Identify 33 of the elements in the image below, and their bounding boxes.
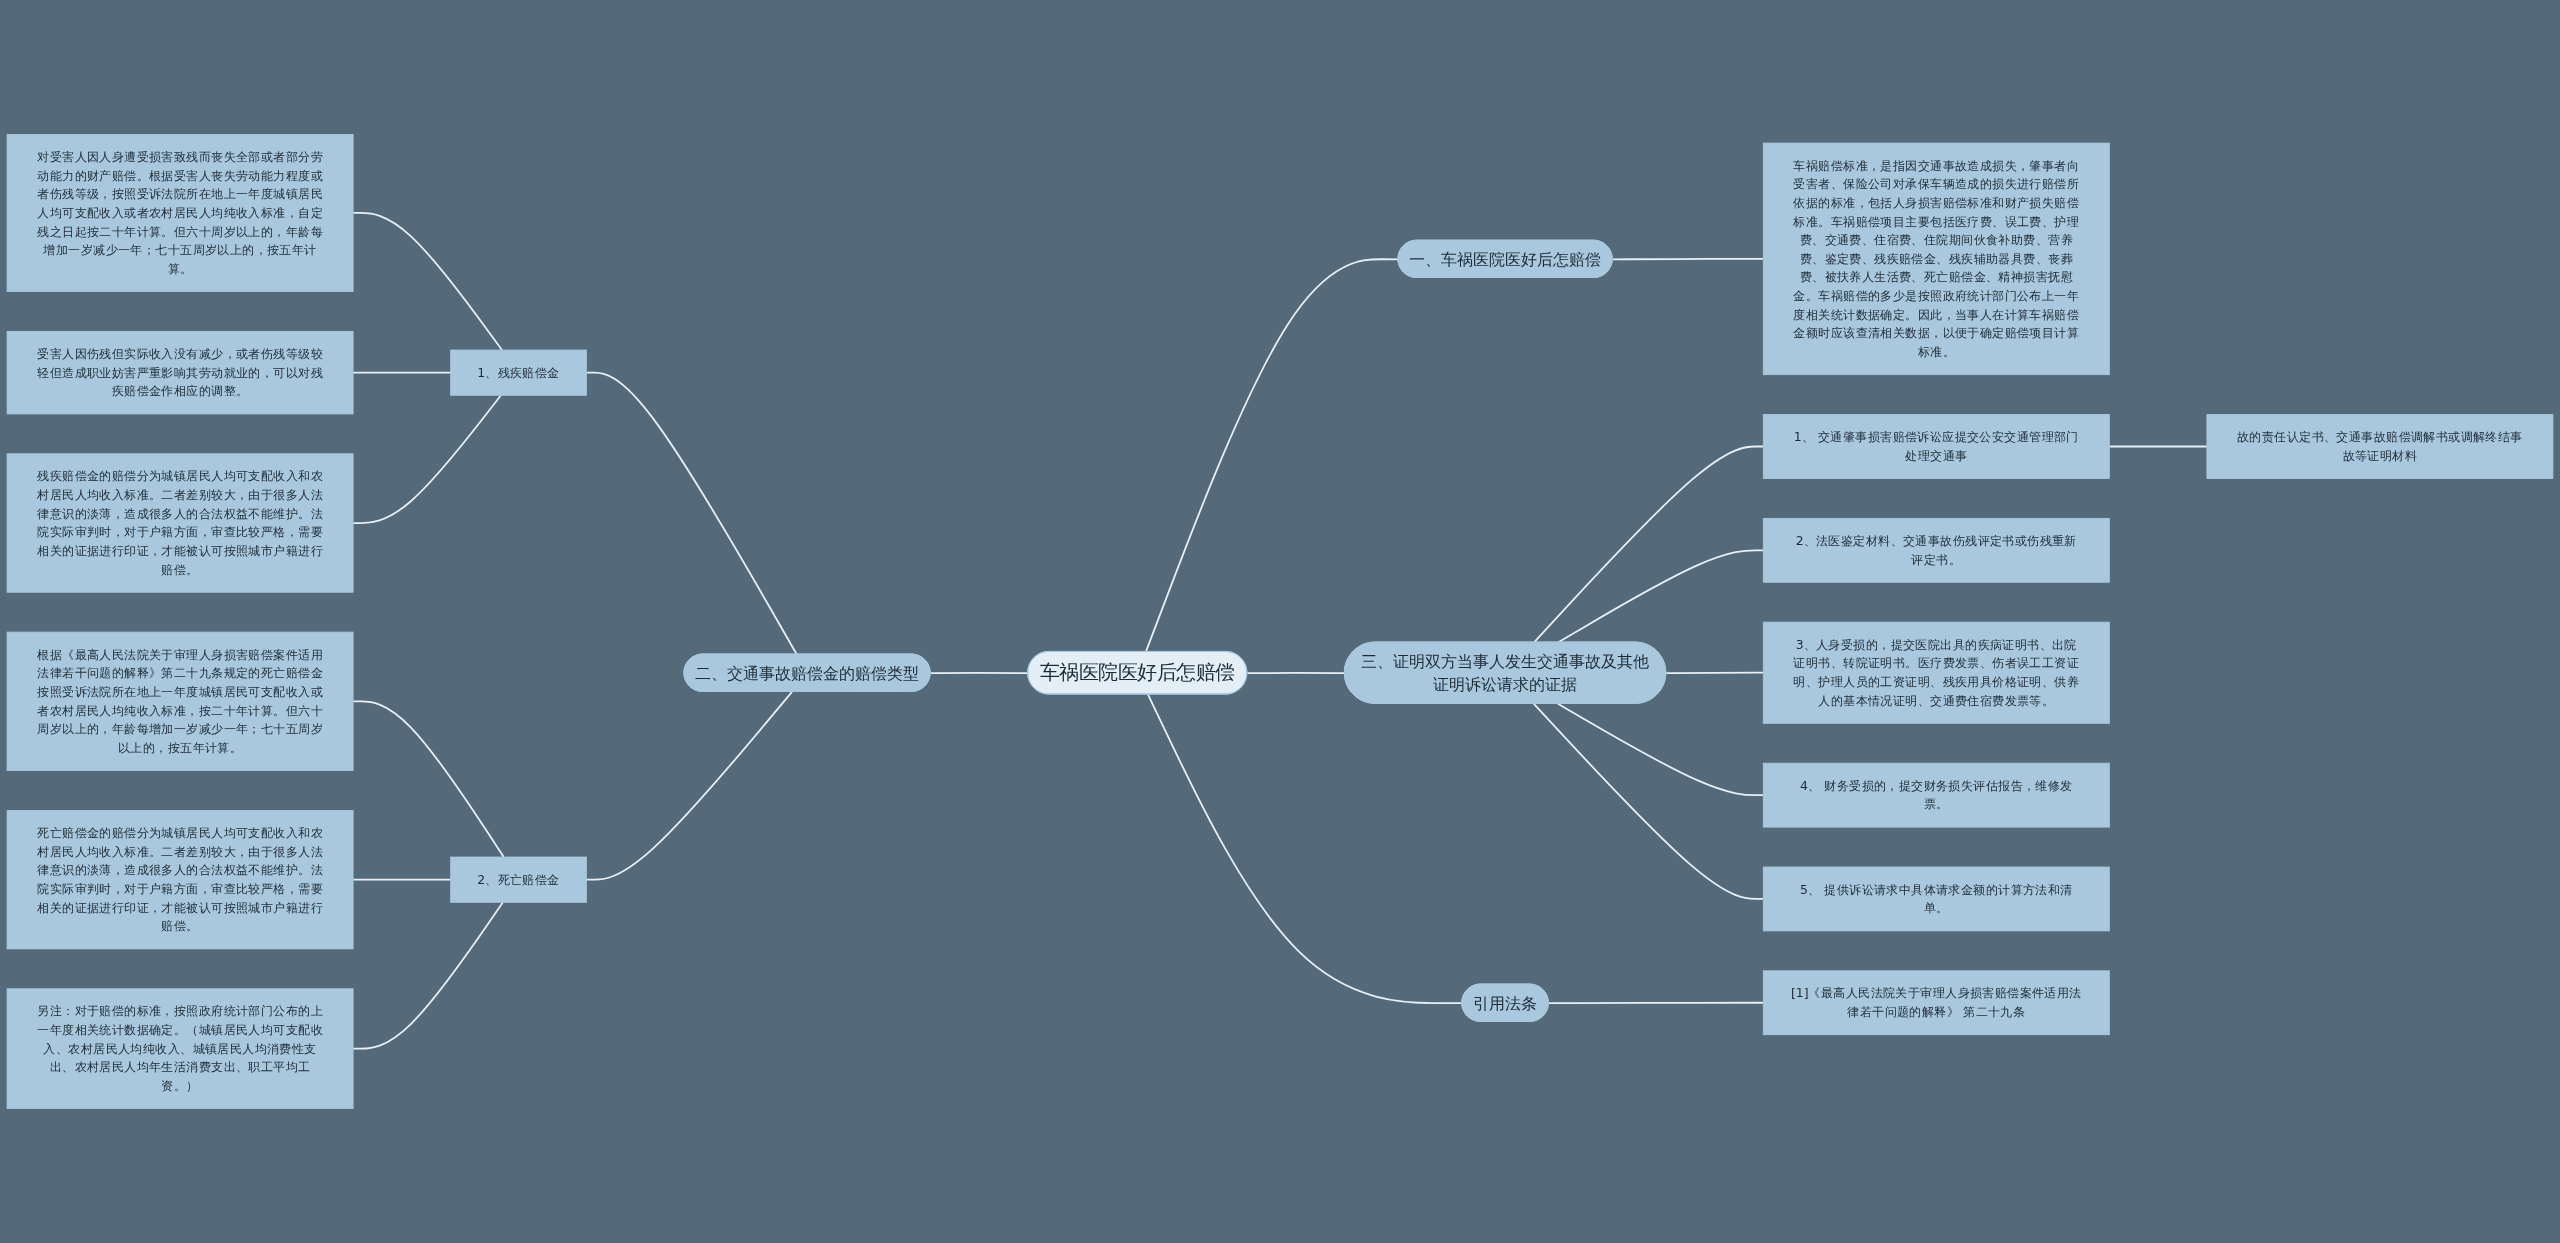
connector bbox=[352, 394, 502, 524]
connector bbox=[1557, 549, 1765, 644]
connector bbox=[1532, 702, 1765, 900]
node-box bbox=[6, 631, 354, 771]
connector bbox=[352, 901, 504, 1050]
node-box bbox=[2206, 414, 2554, 479]
node-box bbox=[450, 856, 587, 903]
node-box bbox=[1762, 970, 2110, 1036]
node-box bbox=[1762, 414, 2110, 479]
connector bbox=[352, 700, 505, 858]
connector bbox=[2108, 445, 2208, 448]
connector bbox=[1557, 702, 1765, 797]
node-box bbox=[1762, 142, 2110, 376]
connector bbox=[1611, 258, 1765, 261]
node-box bbox=[1762, 762, 2110, 828]
connector bbox=[1246, 672, 1346, 675]
connector bbox=[352, 371, 452, 374]
node-box bbox=[1762, 866, 2110, 932]
node-box bbox=[6, 810, 354, 950]
connector bbox=[352, 878, 452, 881]
node-box bbox=[1762, 517, 2110, 583]
connector bbox=[1665, 671, 1765, 675]
connector bbox=[1532, 445, 1765, 644]
connector bbox=[585, 371, 798, 656]
node-box bbox=[6, 134, 354, 292]
node-box bbox=[6, 988, 354, 1109]
node-box bbox=[6, 453, 354, 593]
node-box bbox=[450, 349, 587, 396]
connector bbox=[352, 212, 503, 351]
connector bbox=[1547, 1001, 1765, 1005]
node-box bbox=[6, 330, 354, 415]
connector bbox=[585, 690, 793, 881]
node-box bbox=[1762, 621, 2110, 724]
